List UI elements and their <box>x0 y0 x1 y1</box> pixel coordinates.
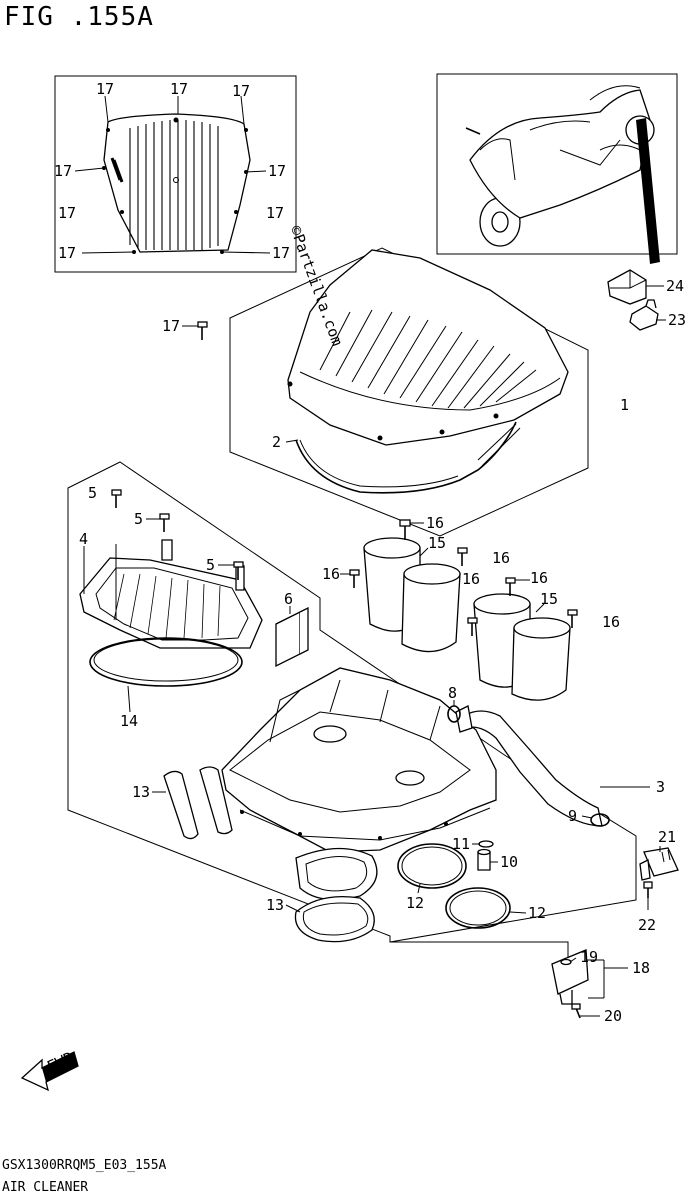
callout-10: 10 <box>500 853 518 871</box>
inset-motorcycle <box>436 73 678 264</box>
callout-23: 23 <box>668 311 686 329</box>
outline-case <box>67 461 637 943</box>
callout-2: 2 <box>272 433 281 451</box>
clamp-9 <box>590 813 610 827</box>
callout-labels: 1 2 3 4 5 5 5 6 8 9 10 11 12 12 13 13 14… <box>54 80 686 1025</box>
callout-13a: 13 <box>132 783 150 801</box>
part-24 <box>607 269 647 305</box>
oring-12a <box>397 843 467 889</box>
intake-boot <box>295 847 378 901</box>
hose-3 <box>455 705 603 827</box>
callout-12a: 12 <box>406 894 424 912</box>
callout-8: 8 <box>448 684 457 702</box>
callout-15a: 15 <box>428 534 446 552</box>
callout-17a: 17 <box>96 80 114 98</box>
strap-13-upper <box>163 766 233 840</box>
air-cleaner-lid <box>287 249 569 446</box>
callout-6: 6 <box>284 590 293 608</box>
air-cleaner-case <box>221 667 497 853</box>
oring-12b <box>445 887 511 929</box>
sensor-21 <box>639 847 679 881</box>
callout-17g: 17 <box>266 204 284 222</box>
leader-lines <box>74 95 666 1017</box>
part-6 <box>275 606 309 668</box>
part-10 <box>477 848 491 871</box>
callout-20: 20 <box>604 1007 622 1025</box>
callout-16f: 16 <box>602 613 620 631</box>
figure-title: FIG .155A <box>4 2 154 32</box>
callout-17b: 17 <box>170 80 188 98</box>
callout-16e: 16 <box>530 569 548 587</box>
callout-18: 18 <box>632 959 650 977</box>
sensor-23 <box>629 299 659 331</box>
screws-16 <box>349 519 578 636</box>
callout-17j: 17 <box>162 317 180 335</box>
callout-5c: 5 <box>206 556 215 574</box>
fwd-label: FWD <box>44 1048 76 1075</box>
callout-21: 21 <box>658 828 676 846</box>
funnels-15-left <box>363 537 461 653</box>
callout-17h: 17 <box>58 244 76 262</box>
diagram-code: GSX1300RRQM5_E03_155A <box>2 1158 167 1173</box>
callout-15b: 15 <box>540 590 558 608</box>
screw-22 <box>643 881 653 898</box>
outline-part-1 <box>229 247 589 537</box>
callout-17f: 17 <box>58 204 76 222</box>
callout-16a: 16 <box>426 514 444 532</box>
callout-19: 19 <box>580 948 598 966</box>
screw-17 <box>197 321 208 340</box>
part-11 <box>478 840 494 848</box>
callout-16c: 16 <box>462 570 480 588</box>
callout-16b: 16 <box>322 565 340 583</box>
diagram-name: AIR CLEANER <box>2 1180 89 1195</box>
sensor-18 <box>551 949 589 1005</box>
screw-20 <box>571 1003 581 1019</box>
callout-22: 22 <box>638 916 656 934</box>
screws-5 <box>111 489 244 580</box>
callout-12b: 12 <box>528 904 546 922</box>
boot-13-lower <box>294 895 375 943</box>
callout-13b: 13 <box>266 896 284 914</box>
callout-17i: 17 <box>272 244 290 262</box>
callout-24: 24 <box>666 277 684 295</box>
callout-17e: 17 <box>268 162 286 180</box>
element-4 <box>79 539 263 649</box>
callout-16d: 16 <box>492 549 510 567</box>
callout-17c: 17 <box>232 82 250 100</box>
callout-11: 11 <box>452 835 470 853</box>
callout-9: 9 <box>568 807 577 825</box>
callout-5a: 5 <box>88 484 97 502</box>
inset-lid-topview <box>54 75 297 273</box>
callout-3: 3 <box>656 778 665 796</box>
callout-14: 14 <box>120 712 138 730</box>
callout-17d: 17 <box>54 162 72 180</box>
callout-4: 4 <box>79 530 88 548</box>
callout-5b: 5 <box>134 510 143 528</box>
funnels-15-right <box>473 593 571 701</box>
callout-1: 1 <box>620 396 629 414</box>
seal-14 <box>89 637 243 687</box>
fwd-arrow-icon: FWD <box>20 1048 79 1092</box>
